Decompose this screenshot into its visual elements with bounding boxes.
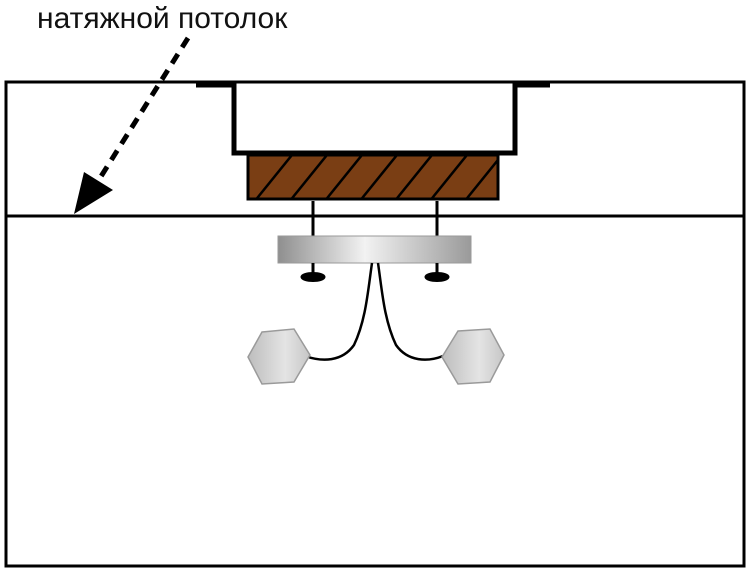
bulb-icon [441, 328, 505, 385]
fixture-ring [277, 235, 472, 264]
fixing-screws [300, 263, 450, 282]
bulb-icon [247, 328, 311, 385]
mounting-rods [311, 201, 439, 236]
wooden-mounting-board [246, 153, 500, 201]
ceiling-label: натяжной потолок [37, 2, 288, 35]
room-outline [4, 80, 746, 568]
arrow-icon [74, 36, 191, 214]
mounting-bracket [196, 80, 550, 156]
lamp-wires [304, 262, 444, 361]
